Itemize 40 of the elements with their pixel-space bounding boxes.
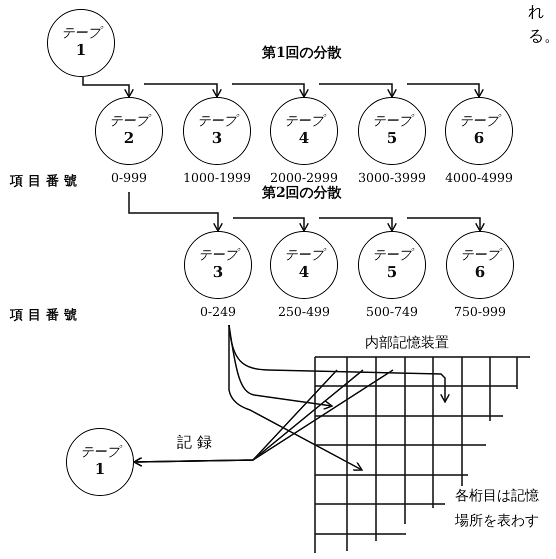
arrow <box>144 83 222 98</box>
tape-number: 5 <box>386 264 398 281</box>
arrow <box>228 325 363 471</box>
tape-number: 2 <box>124 130 134 147</box>
text-label: 場所を表わす <box>455 512 539 530</box>
item-range: 0-249 <box>200 304 236 319</box>
tape-number: 3 <box>212 264 224 281</box>
tape-number: 5 <box>386 130 398 147</box>
arrow <box>82 77 134 98</box>
item-range: 4000-4999 <box>445 170 513 185</box>
tape-number: 1 <box>94 461 106 478</box>
arrow <box>128 192 224 232</box>
item-range: 2000-2999 <box>270 170 338 185</box>
tape-number: 1 <box>76 42 86 59</box>
tape-number: 6 <box>474 264 486 281</box>
arrow <box>407 217 486 232</box>
item-range: 750-999 <box>454 304 506 319</box>
item-range: 250-499 <box>278 304 330 319</box>
arrow <box>232 83 310 98</box>
text-label: 第1回の分散 <box>262 44 342 62</box>
arrow <box>319 83 398 98</box>
text-label: 項目番號 <box>10 173 82 190</box>
tape-number: 3 <box>212 130 222 147</box>
text-label: 第2回の分散 <box>262 184 342 202</box>
item-range: 0-999 <box>110 170 148 185</box>
text-label: れ <box>528 2 544 23</box>
text-label: 各桁目は記憶 <box>455 487 539 505</box>
arrow <box>319 217 398 232</box>
tape-number: 4 <box>298 264 310 281</box>
item-range: 3000-3999 <box>358 170 426 185</box>
tape-number: 4 <box>298 130 310 147</box>
edge-label: 記 録 <box>176 433 213 452</box>
item-range: 500-749 <box>366 304 418 319</box>
text-label: 項目番號 <box>10 307 82 324</box>
tape-number: 6 <box>474 130 484 147</box>
arrow <box>233 217 310 232</box>
item-range: 1000-1999 <box>183 170 251 185</box>
text-label: る。 <box>528 26 556 47</box>
grid-heading: 内部記憶装置 <box>365 334 449 352</box>
arrow <box>407 83 484 98</box>
